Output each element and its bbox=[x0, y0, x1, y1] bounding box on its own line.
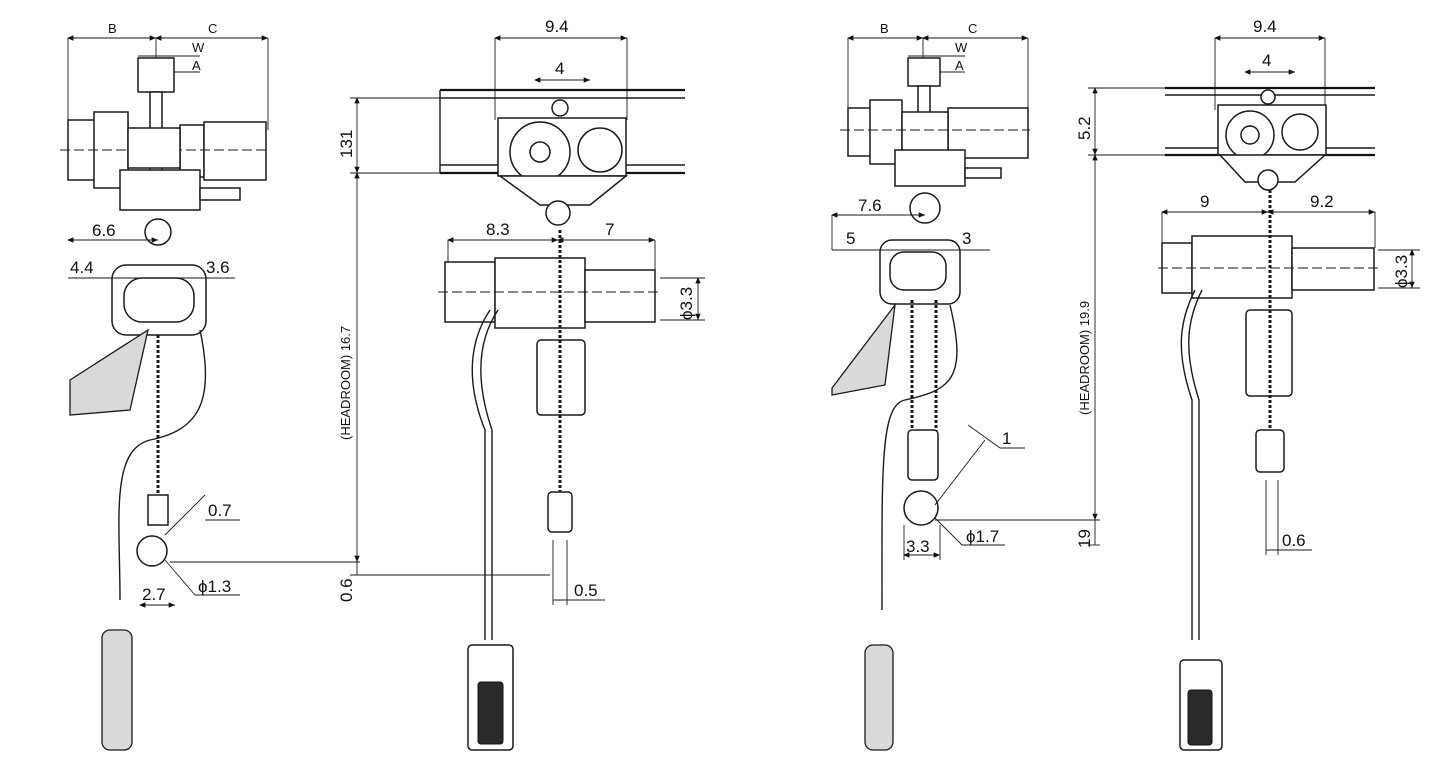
label-w: W bbox=[192, 40, 205, 55]
dim-1: 1 bbox=[1002, 429, 1011, 448]
dim-height-131: 131 bbox=[337, 130, 356, 158]
dim-left-8-3: 8.3 bbox=[486, 220, 510, 239]
dim-chain-0-5: 0.5 bbox=[574, 581, 598, 600]
dim-right-7: 7 bbox=[605, 220, 614, 239]
dim-3-6: 3.6 bbox=[206, 258, 230, 277]
dim-dia-1-3: ϕ1.3 bbox=[198, 577, 231, 596]
dim-left-9: 9 bbox=[1200, 192, 1209, 211]
dim-6-6: 6.6 bbox=[92, 221, 116, 240]
dim-0-7: 0.7 bbox=[208, 501, 232, 520]
dim-headroom-19-9: (HEADROOM) 19.9 bbox=[1077, 301, 1092, 415]
dim-5: 5 bbox=[846, 229, 855, 248]
label-c: C bbox=[968, 21, 977, 36]
dim-dia-1-7: ϕ1.7 bbox=[966, 527, 999, 546]
dim-inner-4: 4 bbox=[1262, 51, 1271, 70]
label-a: A bbox=[955, 58, 964, 73]
dim-dia-3-3: ϕ3.3 bbox=[1392, 255, 1411, 288]
dim-inner-4: 4 bbox=[555, 59, 564, 78]
view-4-front: 9.4 4 9 9.2 ϕ3.3 bbox=[1075, 17, 1420, 751]
dim-4-4: 4.4 bbox=[70, 258, 94, 277]
dim-3-3: 3.3 bbox=[906, 537, 930, 556]
dim-bottom-0-6: 0.6 bbox=[337, 578, 356, 602]
view-1-side: B C W A 6.6 4.4 3.6 bbox=[60, 21, 360, 751]
label-w: W bbox=[955, 40, 968, 55]
label-b: B bbox=[108, 21, 117, 36]
label-b: B bbox=[880, 21, 889, 36]
dim-bottom-19: 19 bbox=[1075, 529, 1094, 548]
label-c: C bbox=[208, 21, 217, 36]
dim-2-7: 2.7 bbox=[142, 585, 166, 604]
label-a: A bbox=[192, 58, 201, 73]
dim-right-9-2: 9.2 bbox=[1310, 192, 1334, 211]
dim-top-9-4: 9.4 bbox=[545, 17, 569, 36]
view-2-front: 9.4 4 8.3 7 bbox=[337, 17, 705, 751]
dim-dia-3-3: ϕ3.3 bbox=[677, 287, 696, 320]
view-3-side: B C W A 7.6 5 3 1 bbox=[831, 21, 1100, 751]
dim-chain-0-6: 0.6 bbox=[1282, 531, 1306, 550]
dim-top-9-4: 9.4 bbox=[1253, 17, 1277, 36]
dim-3: 3 bbox=[962, 229, 971, 248]
dim-headroom-16-7: (HEADROOM) 16.7 bbox=[338, 326, 353, 440]
dim-height-5-2: 5.2 bbox=[1075, 116, 1094, 140]
dim-7-6: 7.6 bbox=[858, 196, 882, 215]
